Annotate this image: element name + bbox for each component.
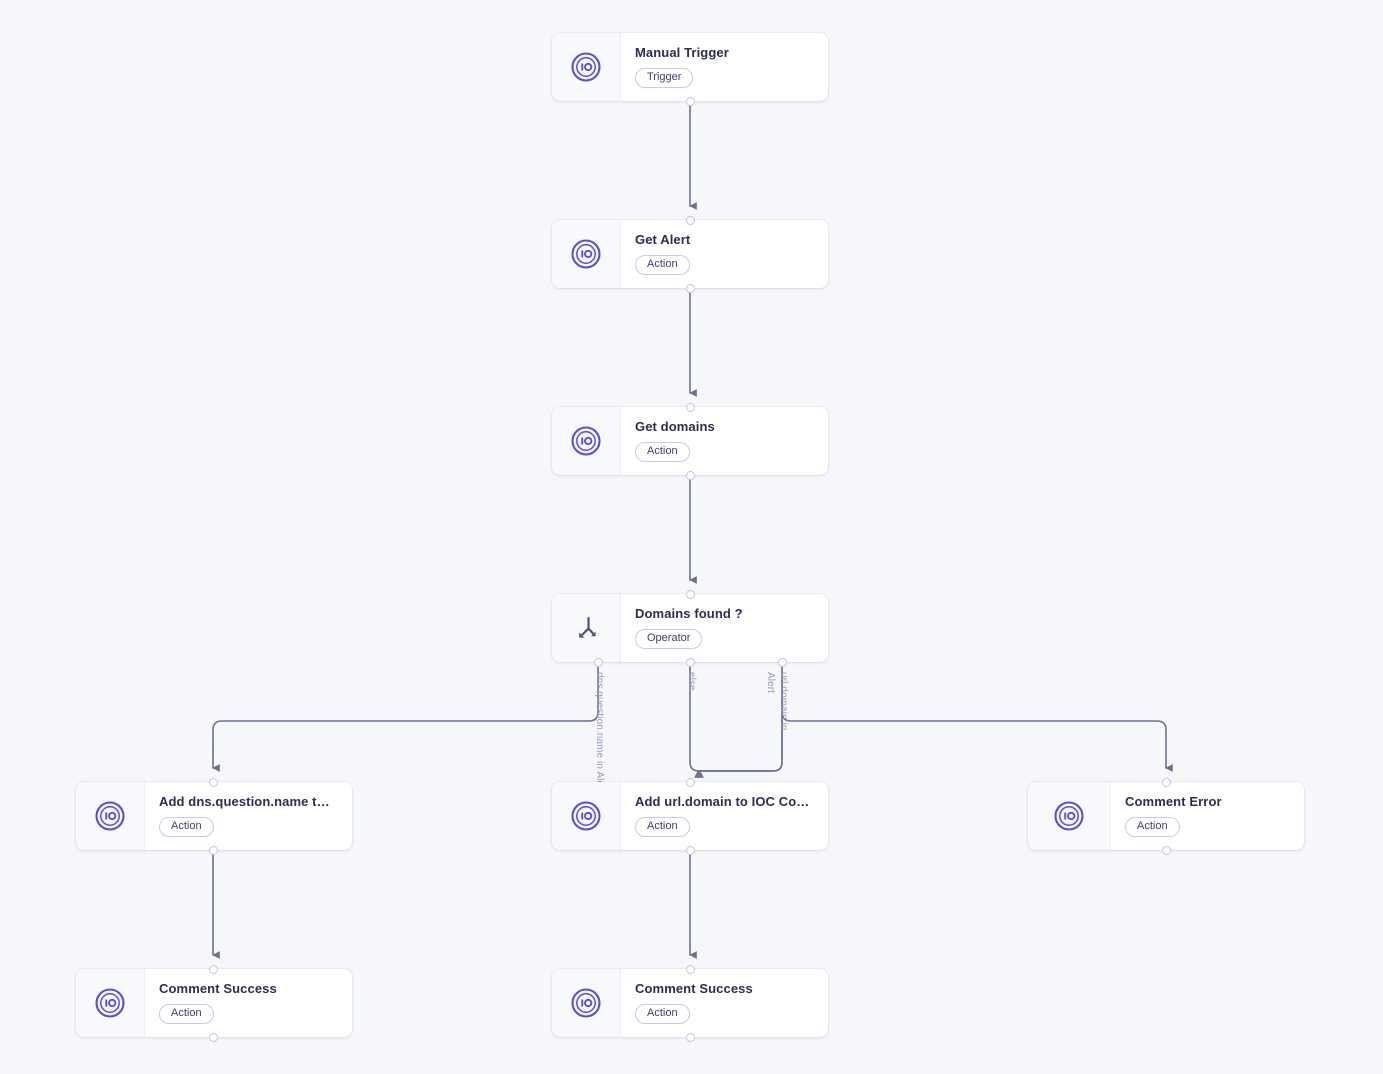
node-get-domains[interactable]: Get domains Action xyxy=(552,407,828,475)
node-title: Domains found ? xyxy=(635,607,743,622)
node-badge: Action xyxy=(635,254,690,275)
node-title: Get domains xyxy=(635,420,715,435)
node-title: Manual Trigger xyxy=(635,46,729,61)
port-out-domains-found-dns[interactable] xyxy=(593,657,603,667)
edge-branch-else xyxy=(689,661,773,772)
node-add-dns-question-name[interactable]: Add dns.question.name to IOC ... Action xyxy=(76,782,352,850)
edge-branch-dns xyxy=(212,661,599,772)
node-title: Comment Error xyxy=(1125,795,1222,810)
node-title: Add dns.question.name to IOC ... xyxy=(159,795,336,810)
node-get-alert[interactable]: Get Alert Action xyxy=(552,220,828,288)
node-comment-error[interactable]: Comment Error Action xyxy=(1028,782,1304,850)
node-comment-success-mid[interactable]: Comment Success Action xyxy=(552,969,828,1037)
port-out-domains-found-url[interactable] xyxy=(777,657,787,667)
node-title: Comment Success xyxy=(159,982,277,997)
port-out-get-domains[interactable] xyxy=(685,470,695,480)
node-badge: Action xyxy=(635,816,690,837)
branch-split-icon xyxy=(579,616,596,638)
node-badge: Action xyxy=(635,441,690,462)
node-icon-pane xyxy=(552,782,621,850)
io-logo-icon xyxy=(95,801,125,831)
edge-label-url-domain: url.domain in Alert xyxy=(765,672,790,731)
node-domains-found[interactable]: Domains found ? Operator xyxy=(552,594,828,662)
node-comment-success-left[interactable]: Comment Success Action xyxy=(76,969,352,1037)
io-logo-icon xyxy=(571,426,601,456)
node-title: Add url.domain to IOC Collection xyxy=(635,795,812,810)
port-in-add-dns[interactable] xyxy=(208,777,218,787)
io-logo-icon xyxy=(95,988,125,1018)
node-body: Domains found ? Operator xyxy=(621,594,828,662)
node-badge: Operator xyxy=(635,628,703,649)
io-logo-icon xyxy=(571,52,601,82)
node-title: Comment Success xyxy=(635,982,753,997)
node-icon-pane xyxy=(76,782,145,850)
node-body: Comment Success Action xyxy=(145,969,352,1037)
edge-label-else: else xyxy=(686,672,697,691)
node-icon-pane xyxy=(552,594,621,662)
node-badge: Trigger xyxy=(635,67,694,88)
node-icon-pane xyxy=(1028,782,1111,850)
node-icon-pane xyxy=(76,969,145,1037)
port-in-comment-success-mid[interactable] xyxy=(685,964,695,974)
port-in-get-domains[interactable] xyxy=(685,402,695,412)
node-body: Comment Error Action xyxy=(1111,782,1304,850)
node-icon-pane xyxy=(552,969,621,1037)
node-body: Manual Trigger Trigger xyxy=(621,33,828,101)
edge-merge-into-urlnode xyxy=(696,761,783,778)
port-out-manual-trigger[interactable] xyxy=(685,96,695,106)
port-out-add-dns[interactable] xyxy=(208,845,218,855)
node-badge: Action xyxy=(159,816,214,837)
port-out-comment-success-mid[interactable] xyxy=(685,1032,695,1042)
io-logo-icon xyxy=(571,988,601,1018)
port-in-get-alert[interactable] xyxy=(685,215,695,225)
io-logo-icon xyxy=(571,239,601,269)
port-out-comment-error[interactable] xyxy=(1161,845,1171,855)
port-out-get-alert[interactable] xyxy=(685,283,695,293)
node-icon-pane xyxy=(552,220,621,288)
node-icon-pane xyxy=(552,33,621,101)
node-body: Get domains Action xyxy=(621,407,828,475)
node-manual-trigger[interactable]: Manual Trigger Trigger xyxy=(552,33,828,101)
edge-branch-error xyxy=(781,679,1173,772)
node-icon-pane xyxy=(552,407,621,475)
node-body: Add url.domain to IOC Collection Action xyxy=(621,782,828,850)
port-in-domains-found[interactable] xyxy=(685,589,695,599)
port-out-add-url[interactable] xyxy=(685,845,695,855)
node-body: Add dns.question.name to IOC ... Action xyxy=(145,782,352,850)
node-badge: Action xyxy=(1125,816,1180,837)
node-add-url-domain[interactable]: Add url.domain to IOC Collection Action xyxy=(552,782,828,850)
node-badge: Action xyxy=(159,1003,214,1024)
node-body: Comment Success Action xyxy=(621,969,828,1037)
node-badge: Action xyxy=(635,1003,690,1024)
edge-label-dns-question-name: dns.question.name in Ale xyxy=(594,672,605,787)
io-logo-icon xyxy=(571,801,601,831)
port-out-domains-found-else[interactable] xyxy=(685,657,695,667)
node-body: Get Alert Action xyxy=(621,220,828,288)
port-in-comment-error[interactable] xyxy=(1161,777,1171,787)
io-logo-icon xyxy=(1054,801,1084,831)
port-in-add-url[interactable] xyxy=(685,777,695,787)
port-out-comment-success-left[interactable] xyxy=(208,1032,218,1042)
port-in-comment-success-left[interactable] xyxy=(208,964,218,974)
node-title: Get Alert xyxy=(635,233,691,248)
edge-branch-url xyxy=(694,661,783,778)
